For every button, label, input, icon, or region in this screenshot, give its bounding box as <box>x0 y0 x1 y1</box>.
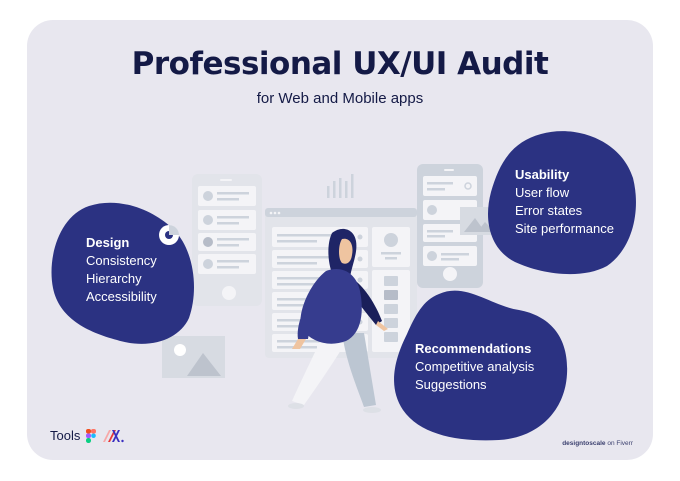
design-item: Accessibility <box>86 289 157 304</box>
usability-item: Error states <box>515 203 583 218</box>
image-placeholder-left <box>162 336 225 378</box>
donut-icon <box>159 225 179 245</box>
recommendations-item: Suggestions <box>415 377 487 392</box>
bar-chart-icon <box>327 174 354 198</box>
tools-footer: Tools <box>50 428 125 443</box>
usability-heading: Usability <box>515 167 570 182</box>
recommendations-section: Recommendations Competitive analysis Sug… <box>415 340 534 394</box>
design-heading: Design <box>86 235 130 250</box>
figma-icon <box>86 428 97 443</box>
tools-label: Tools <box>50 428 81 443</box>
design-item: Consistency <box>86 253 157 268</box>
credit-brand: designtoscale <box>562 440 606 447</box>
page-title: Professional UX/UI Audit <box>131 46 549 82</box>
usability-item: Site performance <box>515 221 614 236</box>
audit-card: Professional UX/UI Audit for Web and Mob… <box>27 20 653 460</box>
design-blob <box>51 202 194 344</box>
phone-wireframe-left <box>192 174 262 306</box>
credit-text: designtoscale on Fiverr <box>562 440 633 447</box>
recommendations-blob <box>394 290 568 441</box>
recommendations-heading: Recommendations <box>415 341 532 356</box>
design-item: Hierarchy <box>86 271 142 286</box>
miro-icon <box>103 429 125 442</box>
usability-blob <box>488 131 636 275</box>
phone-wireframe-right <box>417 164 483 288</box>
usability-section: Usability User flow Error states Site pe… <box>515 166 614 238</box>
recommendations-item: Competitive analysis <box>415 359 535 374</box>
person-illustration <box>288 228 388 413</box>
usability-item: User flow <box>515 185 570 200</box>
credit-suffix: on Fiverr <box>605 440 633 447</box>
design-section: Design Consistency Hierarchy Accessibili… <box>86 234 157 306</box>
page-subtitle: for Web and Mobile apps <box>256 90 424 107</box>
